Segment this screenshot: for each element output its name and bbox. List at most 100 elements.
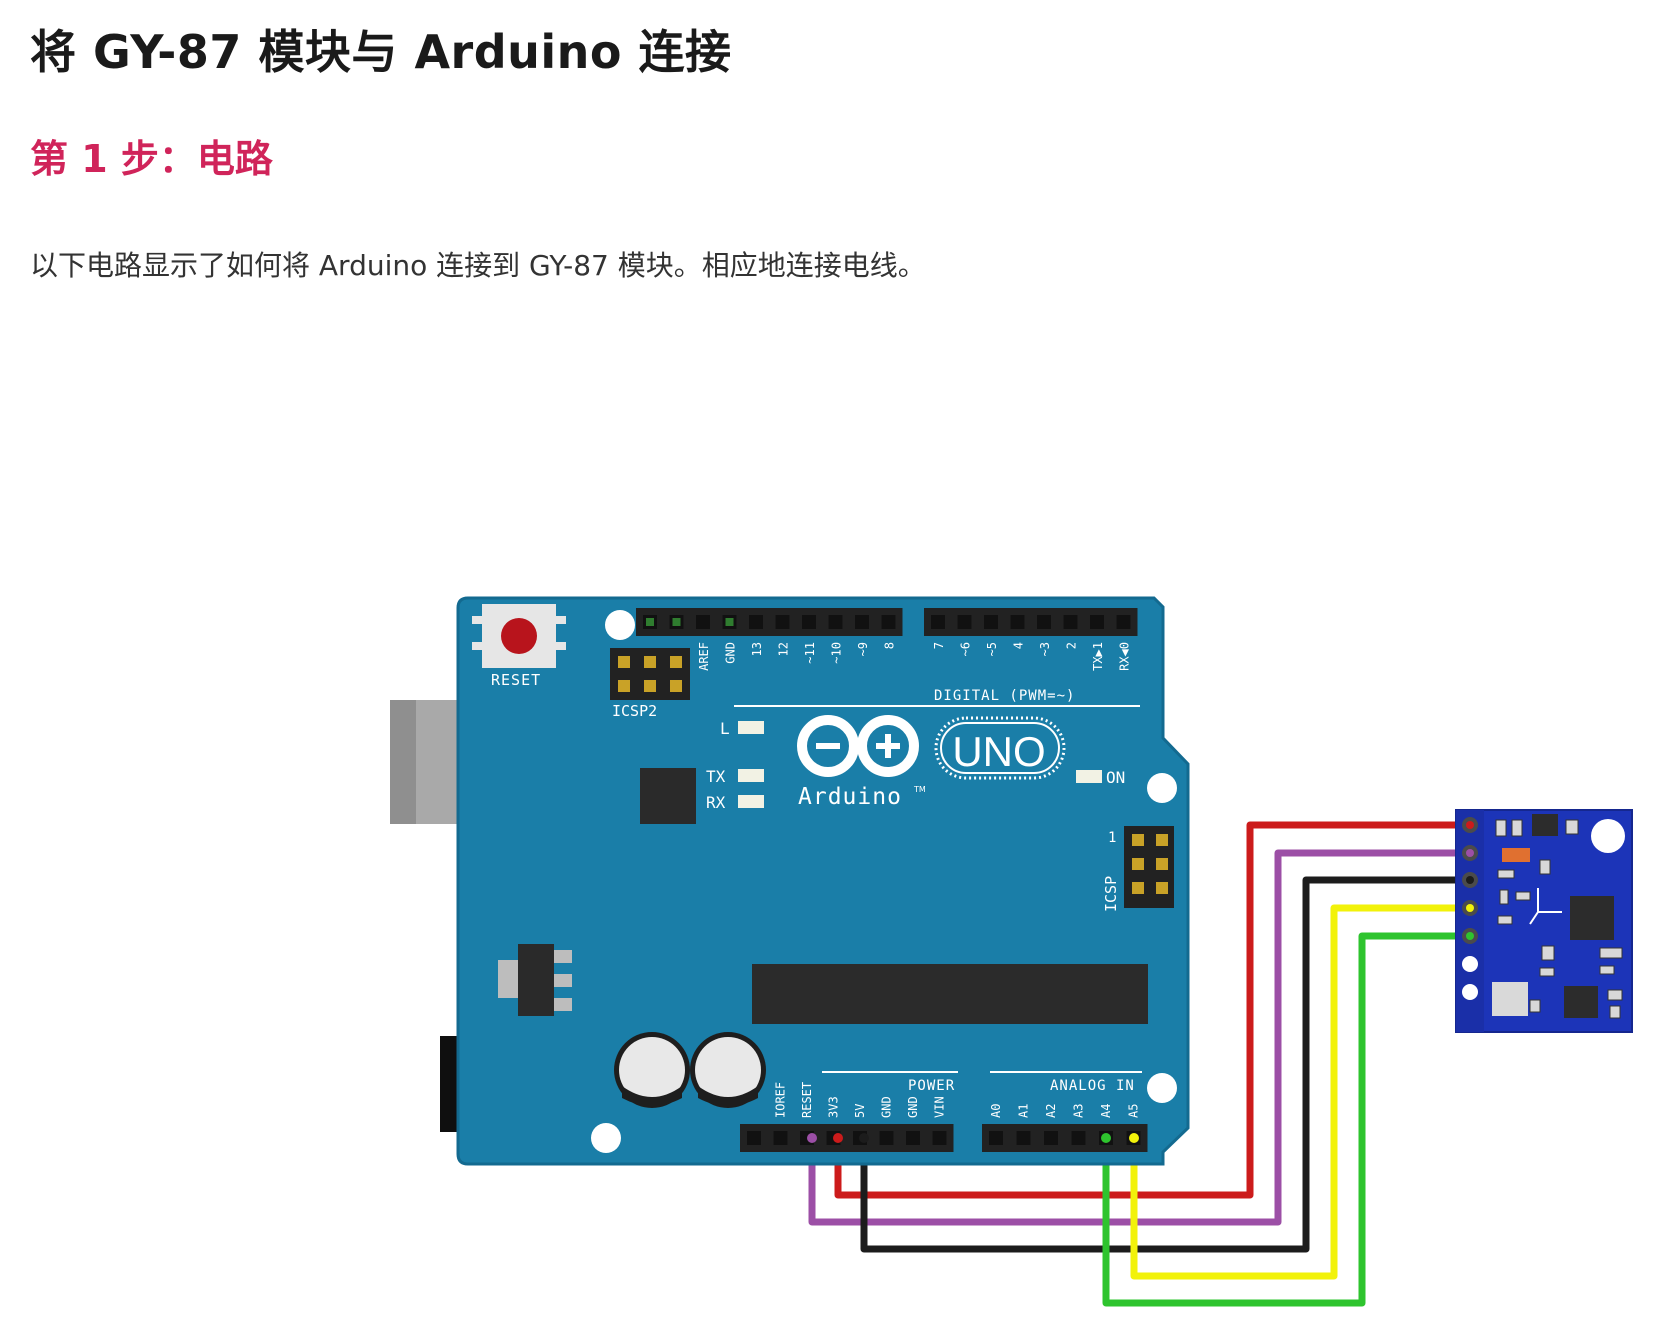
- power-pin-label: RESET: [800, 1082, 814, 1118]
- digital-label: DIGITAL (PWM=~): [934, 688, 1075, 704]
- module-pin: [1462, 956, 1478, 972]
- icsp2-pin: [670, 656, 682, 668]
- reset-button: [472, 604, 566, 668]
- digital-pin-label: 8: [883, 642, 897, 649]
- analog-header: [807, 1124, 1148, 1152]
- digital-pin-label: 7: [932, 642, 946, 649]
- module-smd-part: [1607, 989, 1623, 1001]
- led-tx-label: TX: [706, 767, 726, 786]
- power-pin-label: GND: [880, 1096, 894, 1118]
- led-l-label: L: [720, 719, 730, 738]
- digital-pin-socket: [957, 615, 972, 629]
- digital-header: [636, 608, 1138, 636]
- module-smd-part: [1539, 859, 1551, 875]
- icsp2-pin: [618, 680, 630, 692]
- mounting-hole: [605, 610, 635, 640]
- digital-pin-socket: [1063, 615, 1078, 629]
- digital-pin-socket: [855, 615, 869, 629]
- digital-pin-socket: [696, 615, 710, 629]
- digital-pin-label: ~9: [856, 642, 870, 656]
- analog-pin-socket: [1044, 1131, 1058, 1145]
- power-pin-label: IOREF: [774, 1082, 788, 1118]
- atmega-chip: [752, 964, 1148, 1024]
- page-title: 将 GY-87 模块与 Arduino 连接: [30, 25, 732, 79]
- digital-pin-socket: [1090, 615, 1104, 629]
- icsp-label: ICSP: [1102, 876, 1120, 912]
- arduino-infinity-logo: [797, 715, 919, 777]
- module-sensor: [1492, 982, 1528, 1016]
- module-smd-part: [1497, 869, 1515, 879]
- module-chip: [1570, 896, 1614, 940]
- gy87-module: [1455, 809, 1633, 1033]
- led-tx: [738, 769, 764, 782]
- icsp-pin1-label: 1: [1108, 830, 1116, 846]
- analog-pin-label: A5: [1127, 1104, 1141, 1118]
- arduino-wordmark: Arduino: [798, 784, 902, 810]
- module-smd-part: [1539, 967, 1555, 977]
- mounting-hole: [1147, 1073, 1177, 1103]
- module-smd-part: [1497, 915, 1513, 925]
- digital-pin-label: GND: [724, 642, 738, 664]
- module-smd-part: [1499, 889, 1509, 905]
- module-regulator: [1532, 814, 1558, 836]
- power-header: [740, 1124, 954, 1152]
- module-smd-part: [1565, 819, 1579, 835]
- module-capacitor: [1502, 848, 1530, 862]
- digital-pin-label: ~6: [959, 642, 973, 656]
- led-rx-label: RX: [706, 793, 726, 812]
- power-pin-socket: [773, 1131, 788, 1145]
- digital-pin-socket: [749, 615, 763, 629]
- power-pin-socket: [906, 1131, 920, 1145]
- digital-pin-label: ~11: [803, 642, 817, 664]
- uno-badge-inner: [940, 722, 1060, 774]
- reset-label: RESET: [491, 671, 541, 689]
- analog-pin-label: A4: [1099, 1104, 1113, 1118]
- led-on-label: ON: [1106, 768, 1125, 787]
- digital-pin-socket: [775, 615, 790, 629]
- icsp-pin: [1132, 858, 1144, 870]
- analog-label: ANALOG IN: [1050, 1078, 1135, 1094]
- digital-pin-socket: [881, 615, 896, 629]
- power-pin-label: 3V3: [827, 1096, 841, 1118]
- icsp-pin: [1156, 882, 1168, 894]
- wire-black-gnd: [860, 876, 1476, 1253]
- power-pin-label: VIN: [933, 1096, 947, 1118]
- icsp2-header: [610, 648, 690, 700]
- module-smd-part: [1511, 819, 1523, 837]
- analog-pin-socket: [1016, 1131, 1031, 1145]
- digital-pin-socket: [1116, 615, 1131, 629]
- analog-pin-socket: [1071, 1131, 1086, 1145]
- digital-pin-socket: [1010, 615, 1025, 629]
- wire-green-a4: [1102, 932, 1476, 1307]
- icsp-pin: [1132, 882, 1144, 894]
- icsp2-pin: [644, 680, 656, 692]
- digital-pin-label: 2: [1065, 642, 1079, 649]
- icsp2-pin: [618, 656, 630, 668]
- module-smd-part: [1599, 965, 1615, 975]
- digital-pin-label: ~10: [830, 642, 844, 664]
- analog-pin-socket: [989, 1131, 1003, 1145]
- power-pin-label: GND: [906, 1096, 920, 1118]
- analog-pin-label: A1: [1017, 1104, 1031, 1118]
- digital-pin-label: ~5: [985, 642, 999, 656]
- mounting-hole: [1147, 773, 1177, 803]
- module-smd-part: [1515, 891, 1531, 901]
- voltage-regulator: [498, 944, 572, 1016]
- module-smd-part: [1599, 947, 1623, 959]
- icsp-pin: [1156, 834, 1168, 846]
- digital-pin-label: AREF: [697, 642, 711, 671]
- module-chip: [1564, 986, 1598, 1018]
- digital-pin-label: TX▶1: [1091, 642, 1105, 671]
- usb-chip: [640, 768, 696, 824]
- power-pin-socket: [747, 1131, 761, 1145]
- module-pin: [1462, 984, 1478, 1000]
- intro-paragraph: 以下电路显示了如何将 Arduino 连接到 GY-87 模块。相应地连接电线。: [30, 249, 926, 282]
- power-label: POWER: [908, 1078, 955, 1094]
- wire-yellow-a5: [1130, 904, 1476, 1280]
- mounting-hole: [591, 1123, 621, 1153]
- trademark-mark: TM: [913, 785, 926, 794]
